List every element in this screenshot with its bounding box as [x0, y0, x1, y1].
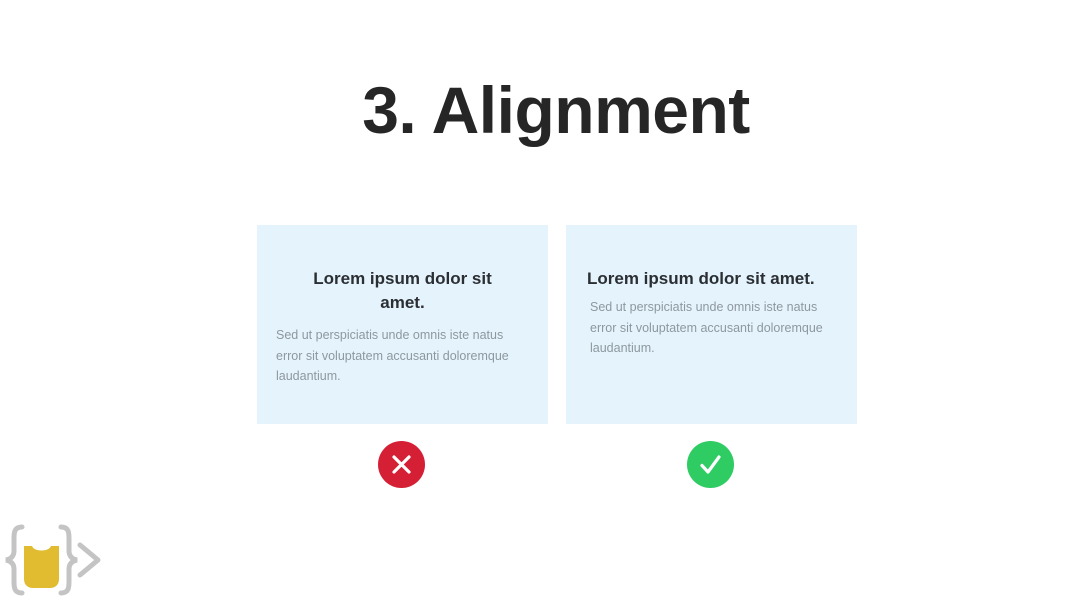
incorrect-example-card: Lorem ipsum dolor sit amet. Sed ut persp… [257, 225, 548, 424]
card-heading: Lorem ipsum dolor sit amet. [313, 269, 492, 312]
slide-title: 3. Alignment [362, 73, 750, 147]
correct-example-card: Lorem ipsum dolor sit amet. Sed ut persp… [566, 225, 857, 424]
card-body: Sed ut perspiciatis unde omnis iste natu… [590, 300, 823, 355]
x-mark-icon [392, 455, 411, 474]
card-body: Sed ut perspiciatis unde omnis iste natu… [276, 328, 509, 383]
checkmark-icon [700, 455, 721, 474]
correct-badge [687, 441, 734, 488]
incorrect-badge [378, 441, 425, 488]
brand-logo [4, 521, 104, 599]
code-braces-logo [5, 524, 101, 596]
card-heading: Lorem ipsum dolor sit amet. [587, 269, 815, 288]
